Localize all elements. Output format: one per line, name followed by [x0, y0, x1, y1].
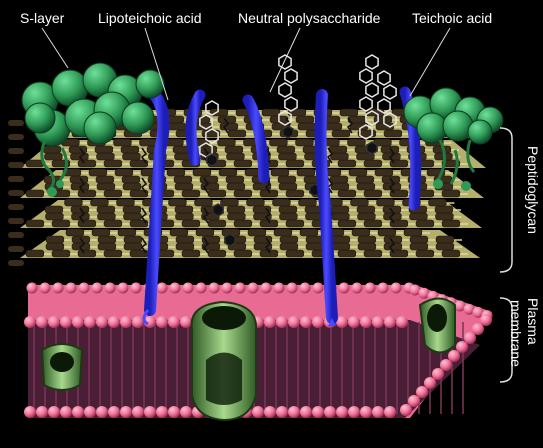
label-membrane: membrane [508, 300, 524, 367]
membrane-protein [192, 302, 257, 420]
label-plasma: Plasma [525, 298, 541, 345]
plasma-membrane [24, 283, 493, 421]
membrane-protein-right [420, 299, 455, 353]
label-peptidoglycan: Peptidoglycan [525, 146, 541, 234]
label-teichoic-acid: Teichoic acid [412, 10, 492, 26]
label-lipoteichoic-acid: Lipoteichoic acid [98, 10, 202, 26]
label-neutral-polysaccharide: Neutral polysaccharide [238, 10, 380, 26]
membrane-protein-left [42, 344, 82, 390]
peptidoglycan-bracket [500, 128, 512, 272]
label-s-layer: S-layer [20, 10, 64, 26]
